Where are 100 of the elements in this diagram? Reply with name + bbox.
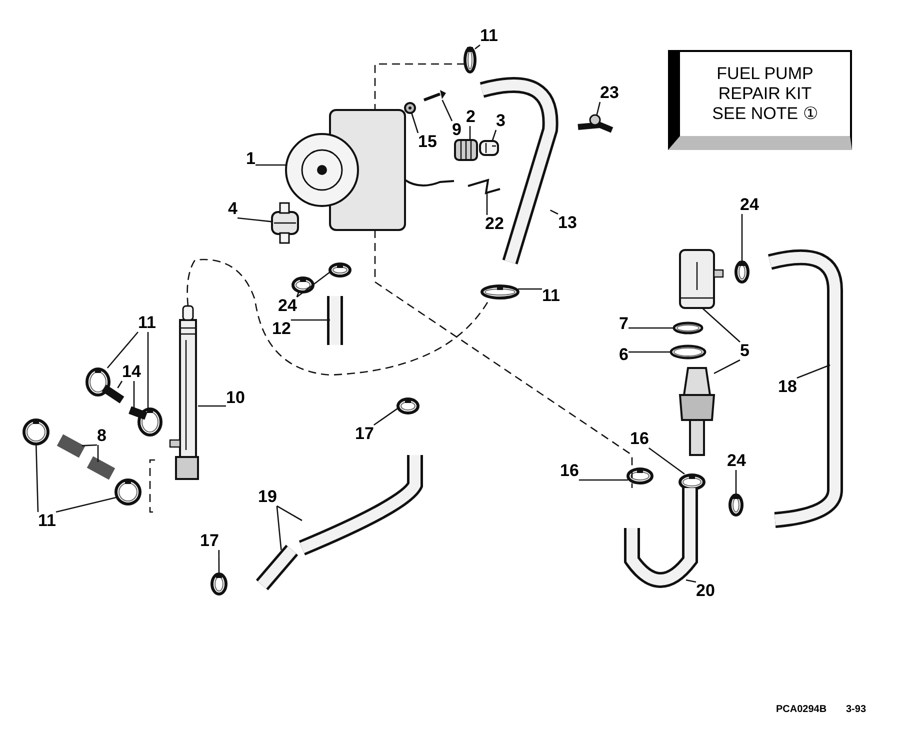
leader-line — [35, 444, 39, 512]
callout-number: 10 — [226, 389, 245, 407]
leader-line — [218, 550, 220, 573]
callout-number: 23 — [600, 84, 619, 102]
callout-number: 7 — [619, 315, 628, 333]
callout-number: 3 — [496, 112, 506, 130]
leader-line — [442, 100, 453, 122]
callout-number: 14 — [122, 363, 141, 381]
callout-number: 24 — [727, 452, 746, 470]
callout-number: 9 — [452, 121, 462, 139]
leader-line — [82, 444, 98, 446]
leader-line — [276, 506, 282, 550]
leader-line — [628, 351, 671, 353]
inline-filter — [169, 305, 199, 480]
leader-line — [276, 505, 302, 522]
check-valve — [271, 202, 299, 244]
leader-line — [518, 288, 542, 290]
o-ring — [670, 344, 706, 360]
hose-clamp — [626, 468, 654, 484]
callout-number: 1 — [246, 150, 256, 168]
hose-clamp — [22, 418, 50, 446]
callout-number: 20 — [696, 582, 715, 600]
leader-line — [648, 447, 685, 475]
fuel-hose — [480, 77, 558, 264]
repair-kit-box: FUEL PUMP REPAIR KIT SEE NOTE ① — [668, 50, 852, 150]
hose-clamp — [464, 46, 476, 74]
callout-number: 2 — [466, 108, 476, 126]
callout-number: 17 — [200, 532, 219, 550]
hose-clamp — [734, 260, 750, 284]
hose-clamp — [86, 368, 110, 396]
filter-element — [678, 367, 716, 456]
callout-number: 16 — [560, 462, 579, 480]
callout-number: 6 — [619, 346, 628, 364]
date-code: 3-93 — [846, 704, 866, 715]
hose-clamp — [292, 276, 314, 294]
hose-clamp — [678, 474, 706, 490]
hose-clamp — [114, 478, 142, 506]
connector-tube — [86, 456, 116, 480]
callout-number: 8 — [97, 427, 106, 445]
connector-tube — [56, 434, 86, 458]
callout-number: 15 — [418, 133, 437, 151]
dashed-routing-line — [374, 230, 633, 488]
leader-line — [56, 496, 116, 513]
leader-line — [198, 405, 226, 407]
leader-line — [117, 380, 123, 388]
callout-number: 24 — [740, 196, 759, 214]
leader-line — [796, 364, 830, 379]
leader-line — [492, 130, 497, 142]
callout-number: 24 — [278, 297, 297, 315]
fuel-hose — [256, 544, 298, 590]
hose-clamp — [480, 284, 520, 300]
callout-number: 17 — [355, 425, 374, 443]
hose-clamp — [138, 408, 162, 436]
o-ring — [672, 322, 704, 334]
leader-line — [474, 44, 480, 50]
hose-clamp — [328, 262, 352, 278]
leader-line — [237, 217, 272, 222]
dashed-routing-line — [374, 63, 465, 110]
drawing-number: PCA0294B — [776, 704, 827, 715]
fuel-hose — [298, 455, 423, 556]
leader-line — [296, 271, 330, 298]
callout-number: 19 — [258, 488, 277, 506]
filter-bowl — [679, 249, 724, 309]
fuel-pump — [285, 109, 454, 231]
leader-line — [97, 445, 99, 462]
leader-line — [735, 470, 737, 494]
leader-line — [106, 332, 138, 368]
leader-line — [628, 327, 674, 329]
leader-line — [486, 193, 488, 215]
leader-line — [374, 408, 398, 426]
leader-line — [550, 210, 558, 215]
hose-fitting — [454, 139, 478, 161]
callout-number: 11 — [38, 512, 56, 530]
leader-line — [578, 479, 628, 481]
callout-number: 11 — [138, 314, 156, 332]
leader-line — [714, 359, 740, 374]
leader-line — [469, 126, 471, 140]
callout-number: 13 — [558, 214, 577, 232]
hose-clamp — [210, 572, 228, 596]
leader-line — [410, 112, 419, 134]
callout-number: 12 — [272, 320, 291, 338]
leader-line — [256, 164, 286, 166]
callout-number: 18 — [778, 378, 797, 396]
leader-line — [133, 381, 135, 410]
washer — [404, 102, 416, 114]
wire-clip — [468, 178, 500, 194]
leader-line — [686, 579, 696, 583]
dashed-routing-line — [186, 258, 491, 376]
connector-tube — [102, 384, 124, 404]
leader-line — [147, 332, 149, 408]
screw — [423, 90, 446, 102]
callout-number: 11 — [542, 287, 560, 305]
connector-tube — [128, 406, 148, 420]
leader-line — [702, 308, 740, 342]
leader-line — [296, 292, 300, 298]
callout-number: 4 — [228, 200, 238, 218]
callout-number: 11 — [480, 27, 498, 45]
callout-number: 16 — [630, 430, 649, 448]
leader-line — [290, 319, 330, 321]
elbow-fitting — [578, 114, 614, 133]
